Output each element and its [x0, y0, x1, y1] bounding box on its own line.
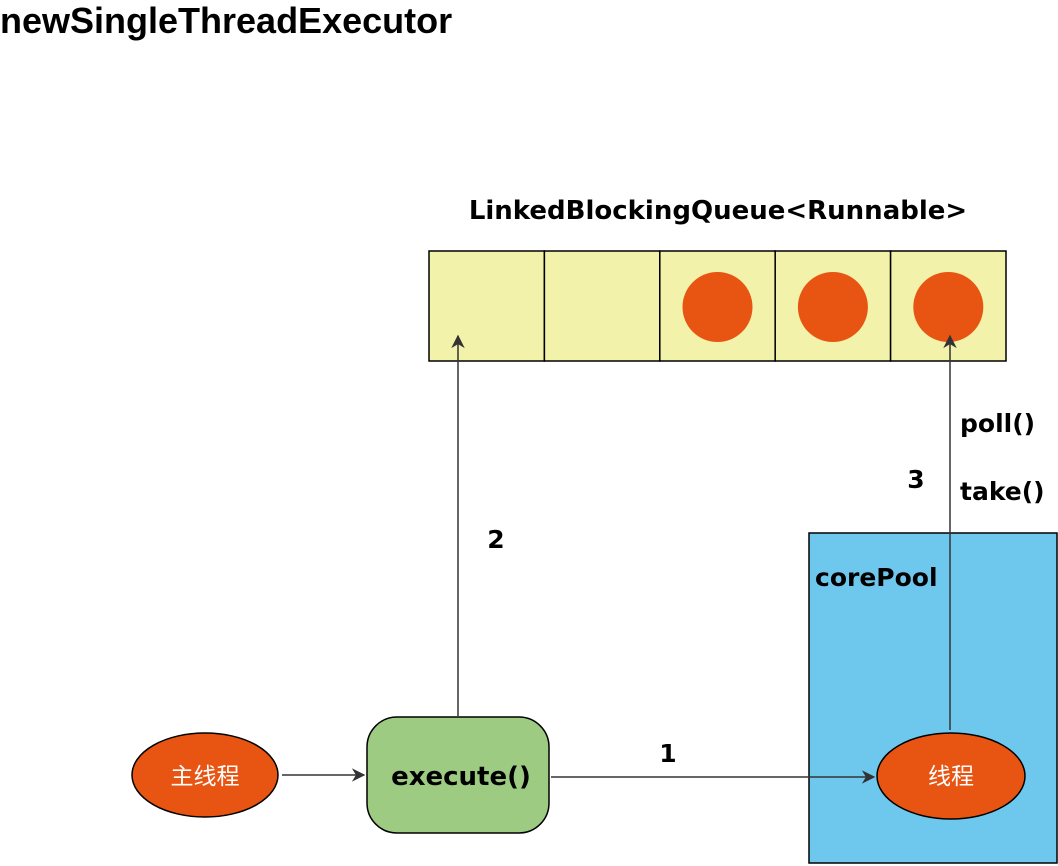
queue: [428, 250, 1007, 362]
step-3-label: 3: [907, 465, 924, 494]
poll-method-label: poll(): [960, 409, 1035, 438]
worker-thread-node: [876, 732, 1026, 820]
step-1-label: 1: [659, 739, 676, 768]
take-method-label: take(): [960, 477, 1045, 506]
core-pool-label: corePool: [815, 563, 938, 592]
main-thread-node: [131, 732, 279, 818]
queued-task: [682, 272, 753, 342]
execute-node: [366, 716, 550, 834]
worker-thread-label: 线程: [928, 764, 974, 790]
queue-slot: [543, 250, 661, 362]
execute-label: execute(): [391, 762, 531, 792]
diagram-title: newSingleThreadExecutor: [0, 0, 453, 41]
main-thread-label: 主线程: [171, 764, 240, 790]
queued-task: [797, 272, 868, 342]
queue-slot: [428, 250, 546, 362]
step-2-label: 2: [487, 525, 504, 554]
queue-label: LinkedBlockingQueue<Runnable>: [469, 196, 967, 226]
queued-task: [913, 272, 984, 342]
